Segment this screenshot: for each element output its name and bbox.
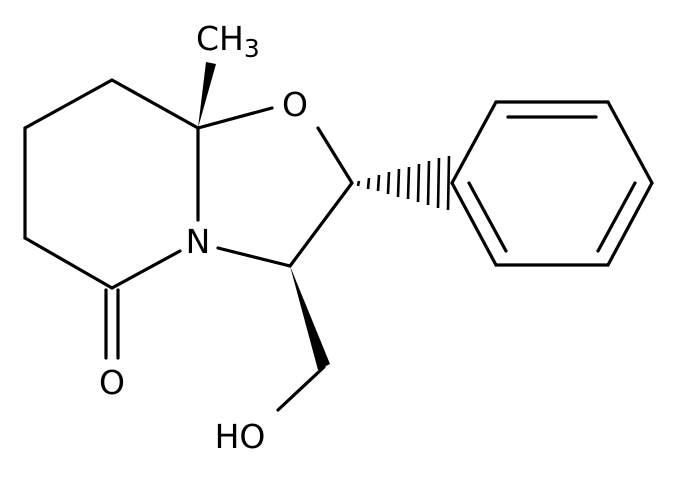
hash-wedge-phenyl (356, 155, 451, 211)
wedge-methyl (198, 62, 216, 128)
bond-ph-4 (606, 181, 654, 267)
bond-ph-6 (450, 181, 498, 267)
bond-ch2-oh (276, 365, 326, 412)
nitrogen-label: N (186, 222, 211, 261)
bond-c5-n (110, 249, 182, 290)
bond-c8a-o (196, 106, 274, 130)
methyl-ch-text: CH (196, 19, 244, 58)
methyl-subscript-text: 3 (244, 34, 260, 63)
carbonyl-oxygen-label: O (99, 363, 125, 402)
bond-ph-inner-3 (467, 181, 508, 253)
ring-oxygen-label: O (282, 85, 308, 124)
bond-c8a-c8 (110, 78, 200, 130)
bond-c8-c7 (23, 78, 114, 130)
wedge-hydroxymethyl (290, 266, 330, 370)
methyl-label: CH3 (196, 19, 260, 63)
bond-c2-c3 (288, 181, 354, 268)
bond-c6-c5 (23, 236, 114, 290)
bond-o-c2 (316, 126, 354, 185)
bond-c3-n (216, 246, 292, 268)
hydroxyl-label: HO (215, 417, 266, 456)
bond-ph-inner-2 (596, 181, 637, 253)
bond-ph-1 (450, 100, 498, 185)
bond-ph-3 (606, 100, 654, 185)
